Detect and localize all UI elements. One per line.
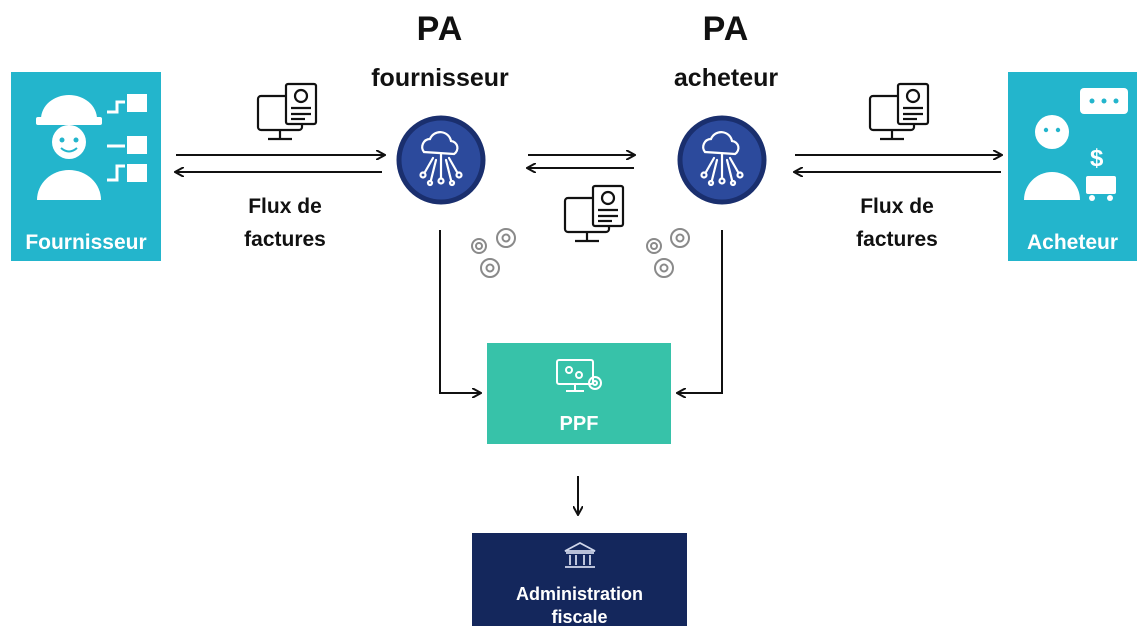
flux-right-line1: Flux de [860, 195, 934, 218]
cloud-network-icon [419, 131, 463, 187]
administration-box: Administration fiscale [472, 533, 687, 629]
pa-fournisseur-node [396, 115, 486, 205]
invoice-monitor-icon [868, 82, 930, 141]
ppf-box: PPF [487, 343, 671, 444]
pa-fournisseur-subtitle: fournisseur [371, 64, 509, 92]
pa-acheteur-title: PA [702, 10, 750, 48]
acheteur-box: $ Acheteur [1008, 72, 1137, 261]
flux-left-line2: factures [244, 228, 326, 251]
flux-label-right: Flux de factures [812, 190, 982, 256]
administration-line1: Administration [515, 584, 643, 604]
fournisseur-label: Fournisseur [25, 231, 147, 254]
ppf-label: PPF [559, 413, 599, 435]
invoice-monitor-icon [563, 184, 625, 243]
gears-icon [646, 228, 690, 278]
fournisseur-box: Fournisseur [11, 72, 161, 261]
acheteur-label: Acheteur [1026, 231, 1119, 254]
pa-acheteur-node [677, 115, 767, 205]
administration-label: Administration fiscale [472, 583, 687, 629]
cloud-network-icon [700, 131, 744, 187]
supplier-worker-icon [36, 94, 147, 200]
invoice-monitor-icon [256, 82, 318, 141]
arrow-pa-acheteur-to-ppf [678, 230, 723, 393]
gears-icon [471, 228, 516, 278]
flux-label-left: Flux de factures [200, 190, 370, 256]
svg-text:$: $ [1090, 145, 1104, 172]
pa-fournisseur-title: PA [416, 10, 464, 48]
arrow-pa-fournisseur-to-ppf [439, 230, 480, 393]
monitor-gears-icon [556, 359, 602, 392]
administration-line2: fiscale [551, 607, 608, 627]
buyer-shopper-icon: $ [1024, 88, 1128, 201]
government-building-icon [564, 541, 596, 568]
flux-left-line1: Flux de [248, 195, 322, 218]
flux-right-line2: factures [856, 228, 938, 251]
pa-acheteur-subtitle: acheteur [673, 64, 779, 92]
